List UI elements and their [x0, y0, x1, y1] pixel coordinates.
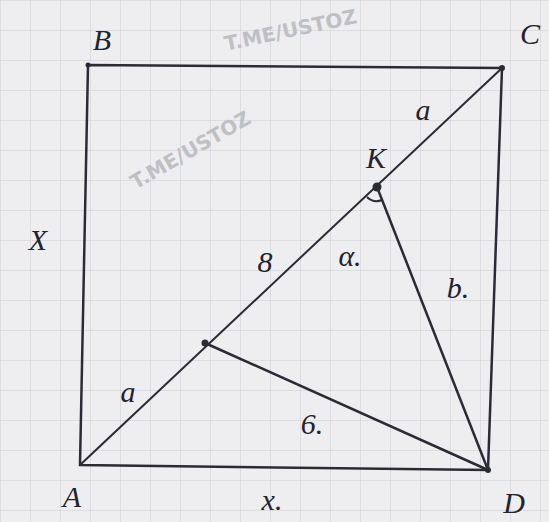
vertex-label: C: [520, 19, 540, 49]
side-label: X: [29, 225, 47, 255]
vertex-label: D: [503, 488, 525, 518]
segment-label: 6.: [301, 409, 324, 439]
segment-pd: [205, 343, 488, 470]
point-k: [373, 183, 382, 192]
vertex-dot: [499, 65, 505, 71]
square-outline: [80, 65, 502, 470]
angle-label: α.: [338, 241, 361, 271]
diagonal-ac: [80, 68, 502, 465]
vertex-label: A: [63, 482, 81, 512]
vertex-dot: [86, 63, 91, 68]
segment-label: a: [416, 95, 431, 125]
point-p: [202, 340, 209, 347]
segment-label: 8: [258, 247, 273, 277]
segment-label: b.: [447, 273, 470, 303]
vertex-label: B: [93, 25, 111, 55]
side-label: x.: [262, 485, 283, 515]
vertex-dot: [485, 467, 491, 473]
segment-label: a: [121, 377, 136, 407]
angle-arc: [367, 197, 382, 201]
point-label: K: [366, 143, 386, 173]
